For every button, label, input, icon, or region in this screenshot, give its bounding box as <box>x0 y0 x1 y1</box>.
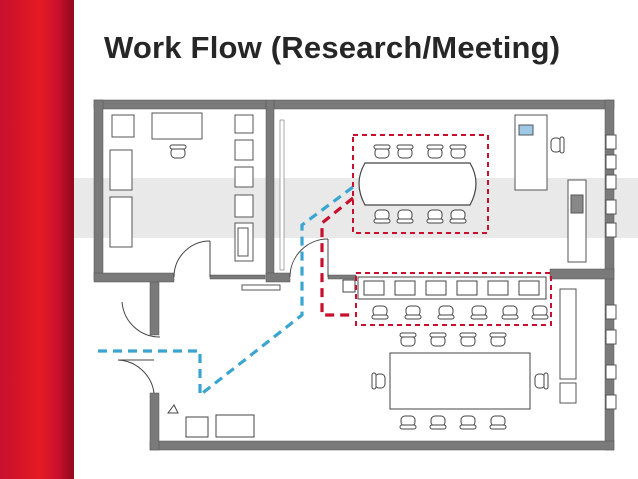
research-zone-outline <box>352 134 552 326</box>
slide-accent-shadow <box>70 0 74 479</box>
research-desks <box>342 276 549 320</box>
workroom-furniture <box>514 114 587 263</box>
slide-title: Work Flow (Research/Meeting) <box>104 30 561 65</box>
reception-furniture <box>167 404 255 438</box>
floor-plan <box>93 99 617 451</box>
walls <box>93 99 615 451</box>
meeting-table <box>358 144 477 224</box>
conference-table <box>371 332 549 430</box>
office-furniture <box>109 112 281 291</box>
side-panel <box>559 134 617 410</box>
doors <box>117 238 329 394</box>
flow-paths <box>98 185 355 399</box>
slide-accent-bar <box>0 0 74 479</box>
